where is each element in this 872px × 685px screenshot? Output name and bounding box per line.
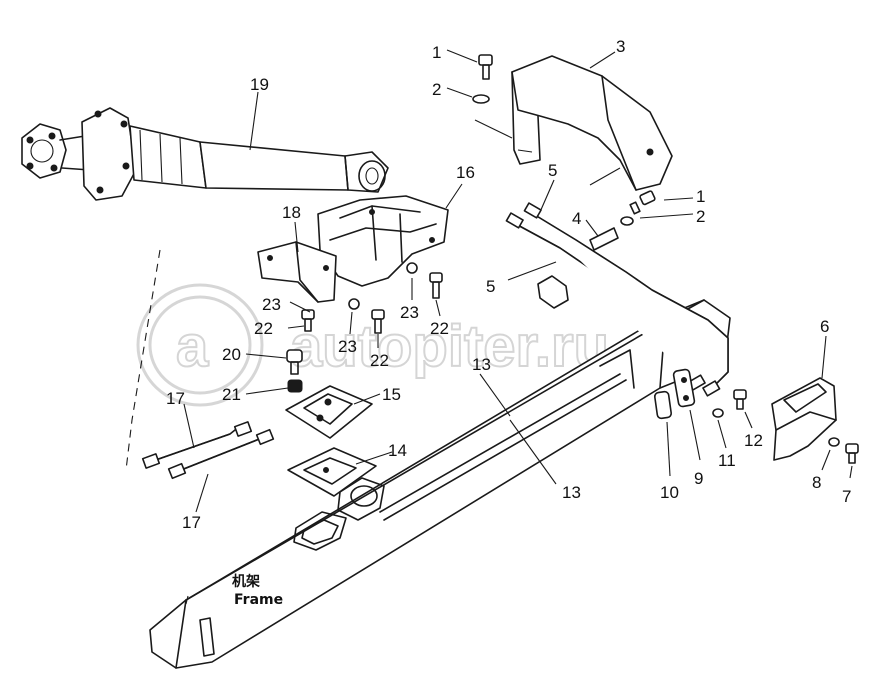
bracket-18 (257, 241, 337, 303)
callout-17-top: 17 (166, 389, 185, 408)
plate-15 (285, 385, 373, 439)
plates (285, 385, 393, 497)
part-9 (672, 368, 696, 408)
fitting-parts (653, 368, 753, 477)
part-11 (712, 408, 724, 418)
part-12 (733, 389, 747, 400)
bolt-group-22-23 (287, 262, 443, 348)
callout-23-left: 23 (262, 295, 281, 314)
callout-20: 20 (222, 345, 241, 364)
callout-5-bottom: 5 (486, 277, 495, 296)
cylinder-flange (21, 123, 67, 179)
callout-17-bottom: 17 (182, 513, 201, 532)
callout-3: 3 (616, 37, 625, 56)
callout-2-right: 2 (696, 207, 705, 226)
callout-21: 21 (222, 385, 241, 404)
bracket-16 (317, 195, 449, 287)
cylinder-tube (199, 141, 349, 191)
bolt-set-top (446, 49, 493, 104)
callout-15: 15 (382, 385, 401, 404)
watermark-badge: a (176, 314, 209, 379)
callout-9: 9 (694, 469, 703, 488)
clip-4 (589, 227, 619, 251)
callout-4: 4 (572, 209, 581, 228)
watermark-text: autopiter.ru (290, 314, 609, 379)
callout-18: 18 (282, 203, 301, 222)
bolt-group-20-21 (245, 349, 303, 395)
frame-label-en: Frame (234, 592, 283, 608)
hydraulic-lines-5 (505, 179, 729, 397)
watermark-ring-inner (148, 295, 252, 395)
main-frame: 机架 Frame (149, 299, 731, 669)
part-10 (653, 390, 673, 420)
watermark: a autopiter.ru (136, 283, 610, 407)
callout-13-top: 13 (472, 355, 491, 374)
hose-set-17 (125, 249, 275, 513)
callout-10: 10 (660, 483, 679, 502)
callout-2-top: 2 (432, 80, 441, 99)
callout-8: 8 (812, 473, 821, 492)
callout-22-mid: 22 (370, 351, 389, 370)
cylinder-assembly (21, 91, 389, 201)
callout-14: 14 (388, 441, 407, 460)
callout-1-top: 1 (432, 43, 441, 62)
cover-plate (474, 51, 673, 191)
callout-1-right: 1 (696, 187, 705, 206)
callout-16: 16 (456, 163, 475, 182)
clamp (537, 275, 569, 309)
watermark-ring (136, 283, 264, 407)
callout-19: 19 (250, 75, 269, 94)
callout-5-top: 5 (548, 161, 557, 180)
callout-7: 7 (842, 487, 851, 506)
bolt-set-right (620, 190, 694, 226)
callout-6: 6 (820, 317, 829, 336)
bracket-assembly (257, 183, 463, 303)
frame-label-cn: 机架 (232, 573, 260, 590)
guard-part-6 (771, 335, 859, 479)
callout-11: 11 (718, 451, 736, 470)
callout-22-left: 22 (254, 319, 273, 338)
callout-22-right: 22 (430, 319, 449, 338)
callout-23-mid: 23 (338, 337, 357, 356)
callout-23-right: 23 (400, 303, 419, 322)
callout-13-bottom: 13 (562, 483, 581, 502)
callout-12: 12 (744, 431, 763, 450)
plate-14 (287, 447, 377, 497)
cylinder-head (81, 107, 137, 201)
callouts: 1 2 3 19 16 18 5 4 1 2 5 23 22 23 22 23 … (166, 37, 851, 532)
